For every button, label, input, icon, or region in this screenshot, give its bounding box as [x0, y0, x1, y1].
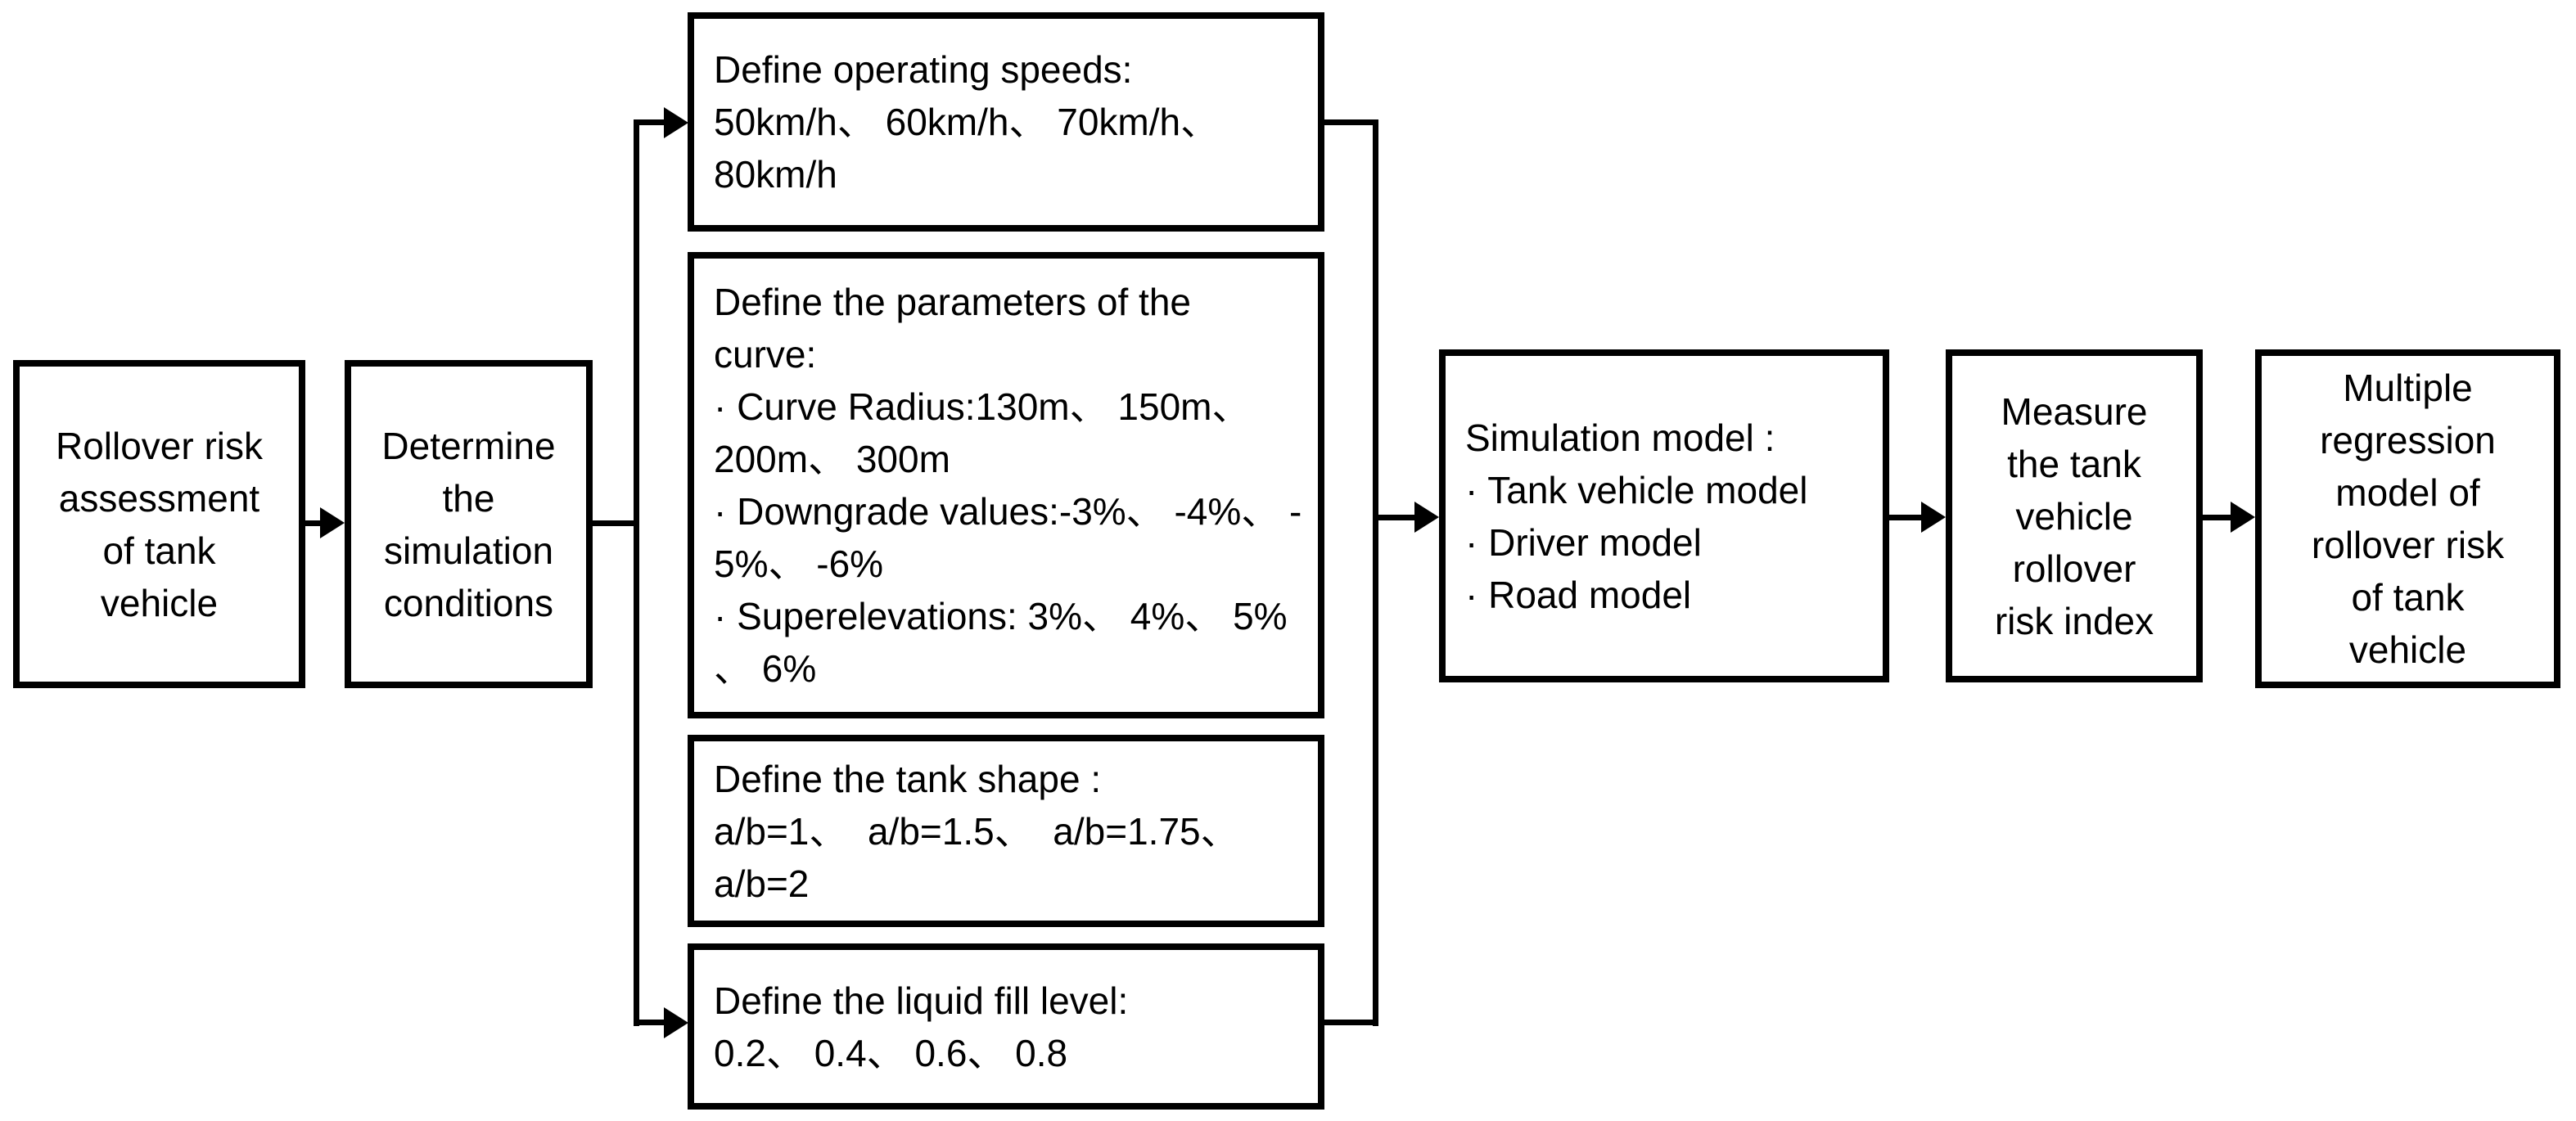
node-rollover-risk-assessment: Rollover risk assessment of tank vehicle — [13, 360, 305, 688]
node-define-operating-speeds-text: Define operating speeds: 50km/h、 60km/h、… — [714, 48, 1219, 196]
node-simulation-model-text: Simulation model : · Tank vehicle model … — [1465, 416, 1808, 616]
branch-rail-left — [634, 119, 639, 1026]
arrowhead-branch-to-speeds — [664, 107, 688, 138]
connector-measure-to-regression — [2202, 515, 2232, 520]
node-define-tank-shape-text: Define the tank shape : a/b=1、 a/b=1.5、 … — [714, 757, 1238, 905]
node-multiple-regression-model-text: Multiple regression model of rollover ri… — [2311, 367, 2505, 671]
node-simulation-model: Simulation model : · Tank vehicle model … — [1439, 349, 1889, 682]
connector-merge-to-simulation — [1378, 515, 1416, 520]
connector-branch-to-speeds — [636, 119, 665, 125]
node-rollover-risk-assessment-text: Rollover risk assessment of tank vehicle — [55, 424, 264, 624]
node-define-curve-parameters: Define the parameters of the curve: · Cu… — [688, 252, 1324, 718]
node-define-liquid-fill-level: Define the liquid fill level: 0.2、 0.4、 … — [688, 943, 1324, 1110]
node-measure-rollover-risk-index: Measure the tank vehicle rollover risk i… — [1946, 349, 2203, 682]
connector-fill-level-to-merge — [1324, 1020, 1378, 1025]
connector-speeds-to-merge — [1324, 119, 1378, 125]
connector-branch-to-fill-level — [636, 1020, 665, 1025]
node-define-curve-parameters-text: Define the parameters of the curve: · Cu… — [714, 281, 1302, 690]
node-measure-rollover-risk-index-text: Measure the tank vehicle rollover risk i… — [1994, 389, 2154, 642]
arrowhead-measure-to-regression — [2231, 502, 2255, 533]
arrowhead-assessment-to-determine — [320, 507, 345, 538]
node-define-tank-shape: Define the tank shape : a/b=1、 a/b=1.5、 … — [688, 735, 1324, 927]
connector-assessment-to-determine — [305, 520, 324, 526]
node-define-operating-speeds: Define operating speeds: 50km/h、 60km/h、… — [688, 12, 1324, 232]
connector-simulation-to-measure — [1888, 515, 1923, 520]
node-define-liquid-fill-level-text: Define the liquid fill level: 0.2、 0.4、 … — [714, 979, 1129, 1074]
connector-determine-to-branch — [592, 520, 639, 526]
node-determine-simulation-conditions-text: Determine the simulation conditions — [381, 424, 556, 624]
node-multiple-regression-model: Multiple regression model of rollover ri… — [2255, 349, 2560, 688]
arrowhead-merge-to-simulation — [1414, 502, 1439, 533]
arrowhead-simulation-to-measure — [1921, 502, 1946, 533]
merge-rail-right — [1373, 119, 1378, 1026]
arrowhead-branch-to-fill-level — [664, 1007, 688, 1038]
node-determine-simulation-conditions: Determine the simulation conditions — [345, 360, 593, 688]
